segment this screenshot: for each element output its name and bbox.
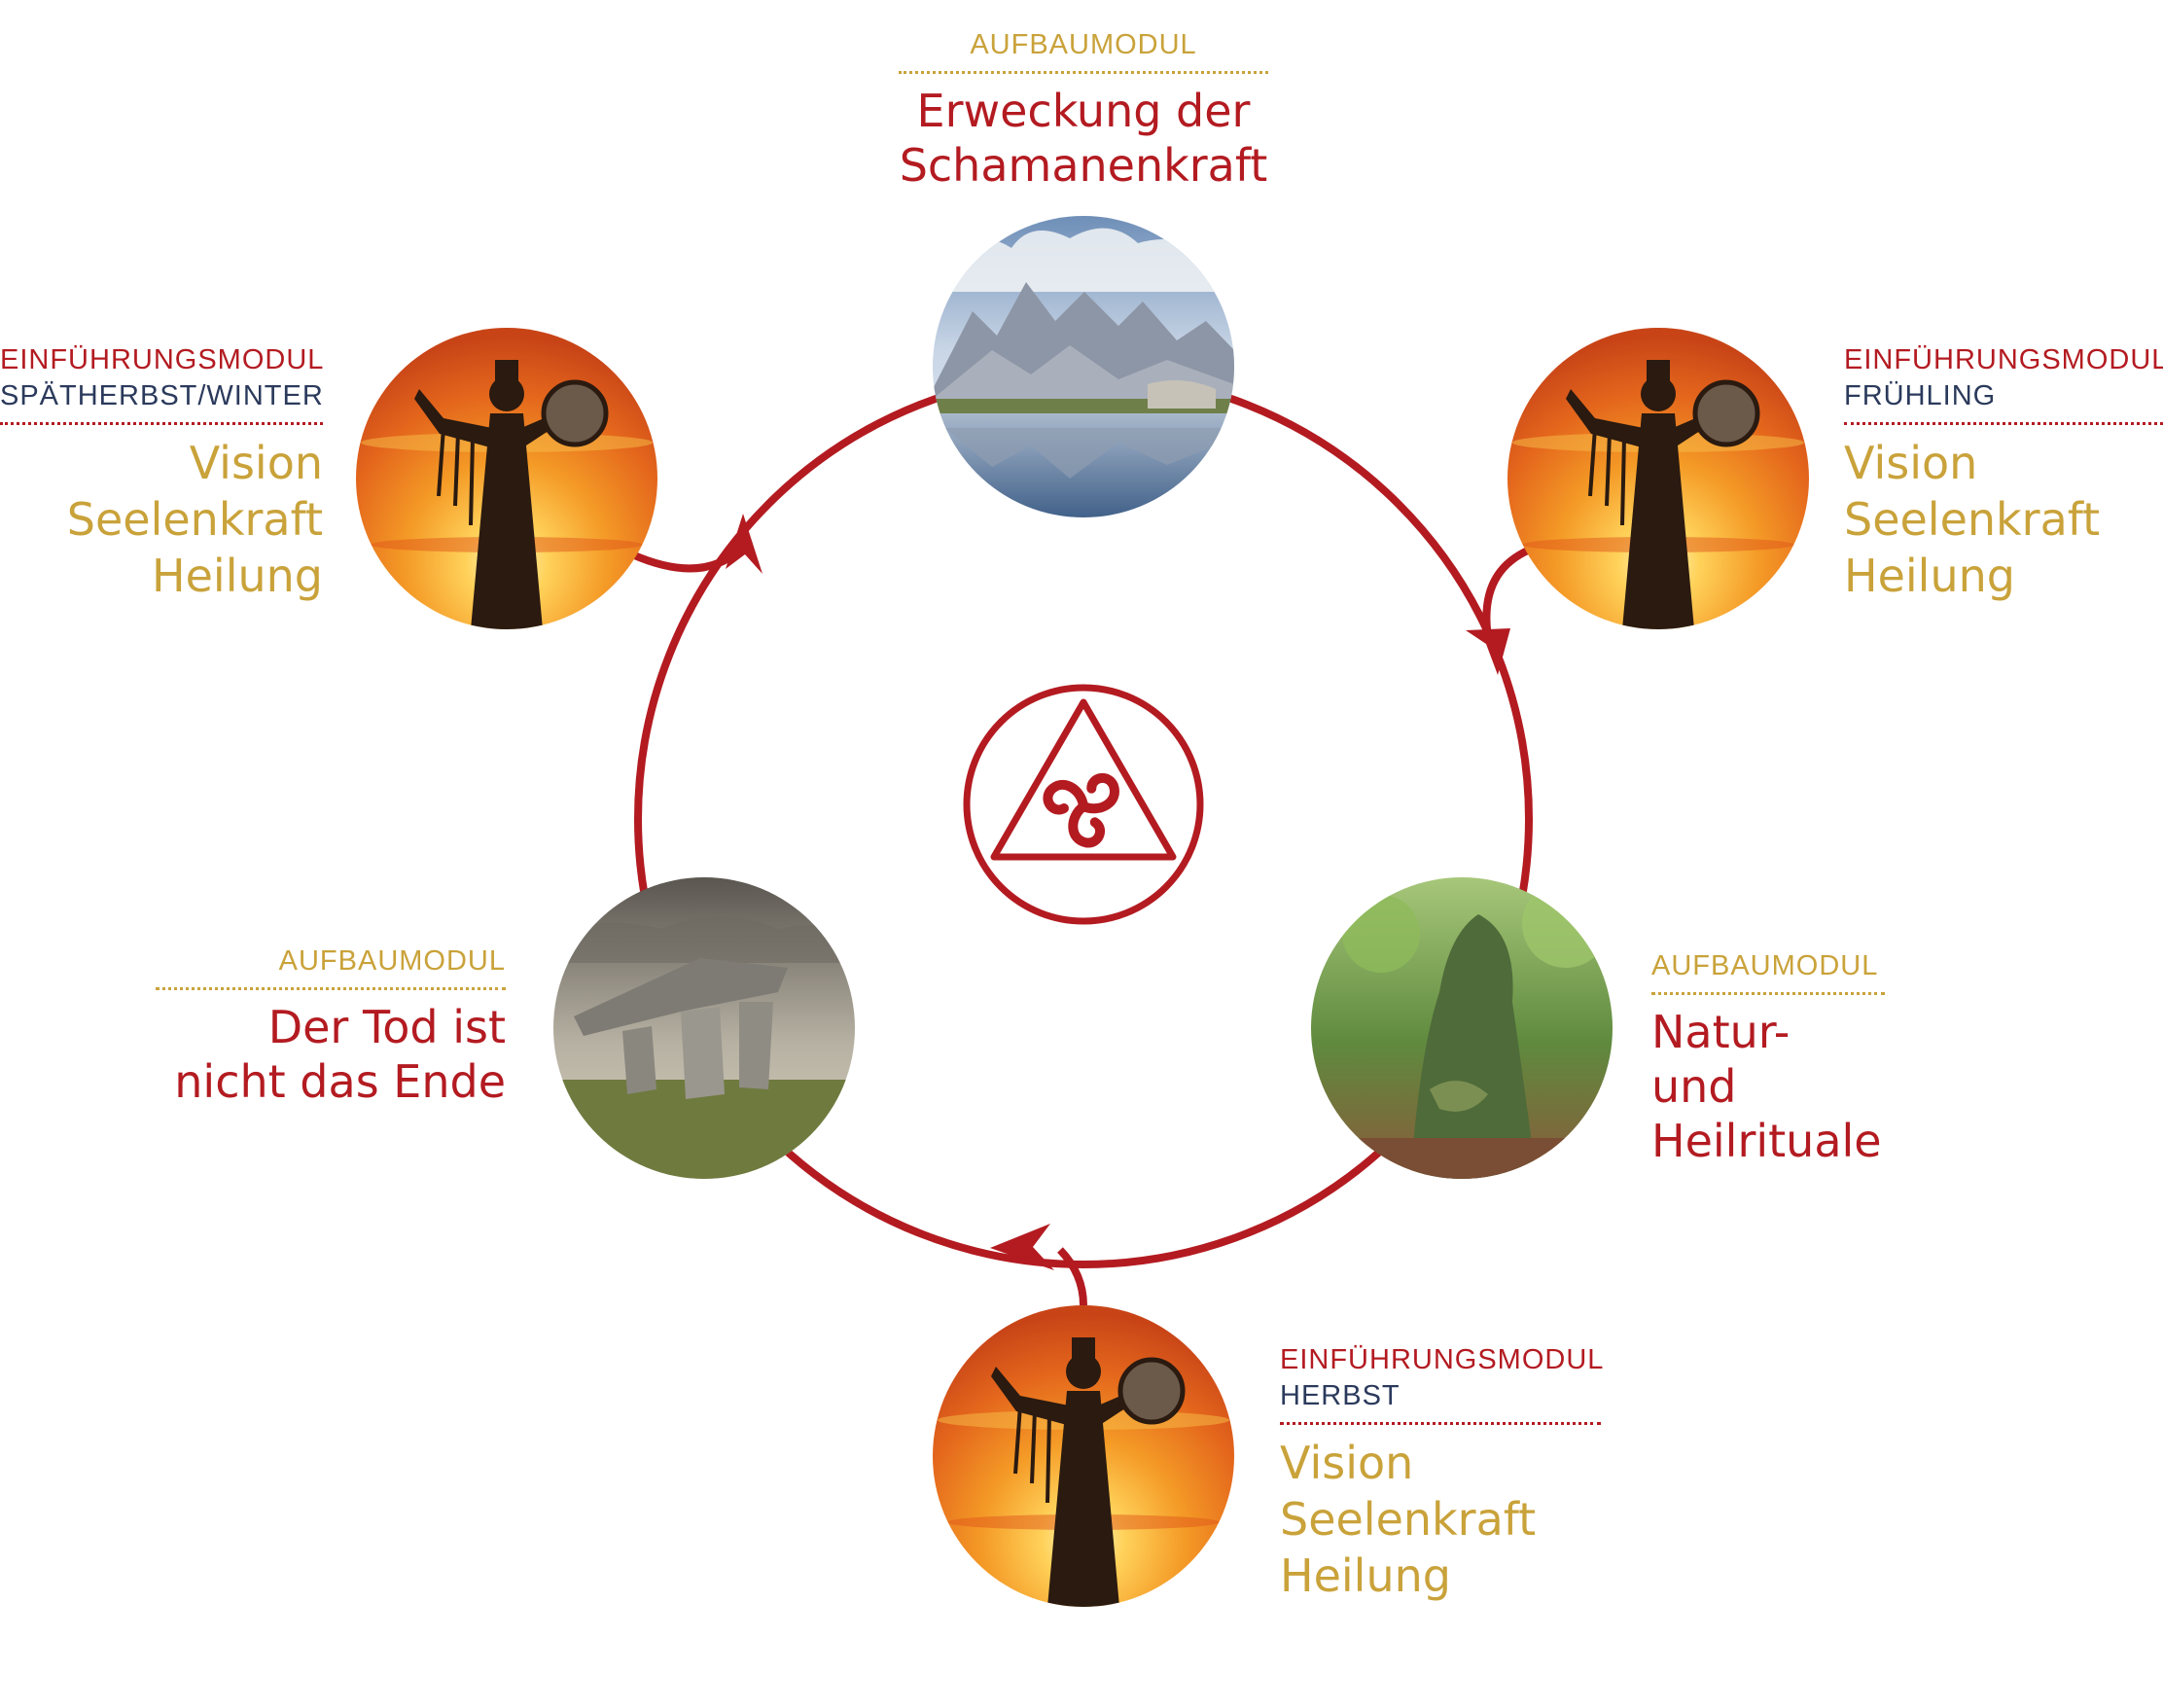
divider bbox=[156, 987, 506, 990]
shaman-silhouette-sunset-photo bbox=[356, 328, 657, 629]
dolmen-stone-photo bbox=[553, 877, 855, 1179]
category-label: EINFÜHRUNGSMODUL bbox=[1280, 1344, 1605, 1375]
season-label: HERBST bbox=[1280, 1380, 1401, 1411]
topic-line: Heilung bbox=[152, 550, 323, 602]
label-bottom: EINFÜHRUNGSMODUL HERBST Vision Seelenkra… bbox=[1280, 1342, 1605, 1604]
module-title: nicht das Ende bbox=[174, 1055, 506, 1108]
module-title: Heilrituale bbox=[1651, 1115, 1882, 1167]
divider bbox=[1844, 422, 2163, 425]
category-label: AUFBAUMODUL bbox=[970, 29, 1197, 60]
topic-line: Heilung bbox=[1844, 550, 2015, 602]
season-label: SPÄTHERBST/WINTER bbox=[0, 380, 324, 411]
label-lower-left: AUFBAUMODUL Der Tod ist nicht das Ende bbox=[156, 943, 506, 1109]
topic-line: Seelenkraft bbox=[1280, 1493, 1537, 1546]
module-title: Schamanenkraft bbox=[899, 139, 1268, 192]
connector-upper-right bbox=[1482, 546, 1532, 638]
category-label: EINFÜHRUNGSMODUL bbox=[0, 344, 325, 375]
shaman-silhouette-sunset-photo bbox=[1507, 328, 1809, 629]
module-title: Der Tod ist bbox=[267, 1001, 506, 1053]
label-upper-left: EINFÜHRUNGSMODUL SPÄTHERBST/WINTER Visio… bbox=[0, 342, 323, 604]
divider bbox=[0, 422, 323, 425]
topic-line: Seelenkraft bbox=[1844, 493, 2101, 546]
label-top: AUFBAUMODUL Erweckung der Schamanenkraft bbox=[899, 27, 1268, 193]
topic-line: Heilung bbox=[1280, 1549, 1451, 1602]
arrowhead-upper-left bbox=[726, 514, 762, 574]
divider bbox=[1280, 1422, 1601, 1425]
topic-line: Vision bbox=[189, 437, 323, 489]
season-label: FRÜHLING bbox=[1844, 380, 1997, 411]
mountain-lake-photo bbox=[933, 216, 1234, 517]
module-title: Erweckung der bbox=[916, 85, 1251, 137]
connector-bottom bbox=[1057, 1247, 1087, 1306]
divider bbox=[1651, 992, 1885, 995]
module-title: Natur- und bbox=[1651, 1006, 1791, 1113]
category-label: AUFBAUMODUL bbox=[1651, 950, 1879, 981]
shaman-silhouette-sunset-photo bbox=[933, 1305, 1234, 1607]
triskele-in-triangle-in-circle-icon bbox=[963, 684, 1204, 925]
label-upper-right: EINFÜHRUNGSMODUL FRÜHLING Vision Seelenk… bbox=[1844, 342, 2163, 604]
arrowhead-bottom bbox=[990, 1224, 1054, 1270]
label-lower-right: AUFBAUMODUL Natur- und Heilrituale bbox=[1651, 948, 1885, 1168]
arrowhead-upper-right bbox=[1466, 628, 1510, 675]
divider bbox=[899, 71, 1268, 74]
topic-line: Vision bbox=[1844, 437, 1978, 489]
category-label: AUFBAUMODUL bbox=[278, 945, 506, 977]
topic-line: Vision bbox=[1280, 1437, 1414, 1489]
topic-line: Seelenkraft bbox=[66, 493, 323, 546]
ancient-tree-forest-photo bbox=[1311, 877, 1613, 1179]
category-label: EINFÜHRUNGSMODUL bbox=[1844, 344, 2163, 375]
